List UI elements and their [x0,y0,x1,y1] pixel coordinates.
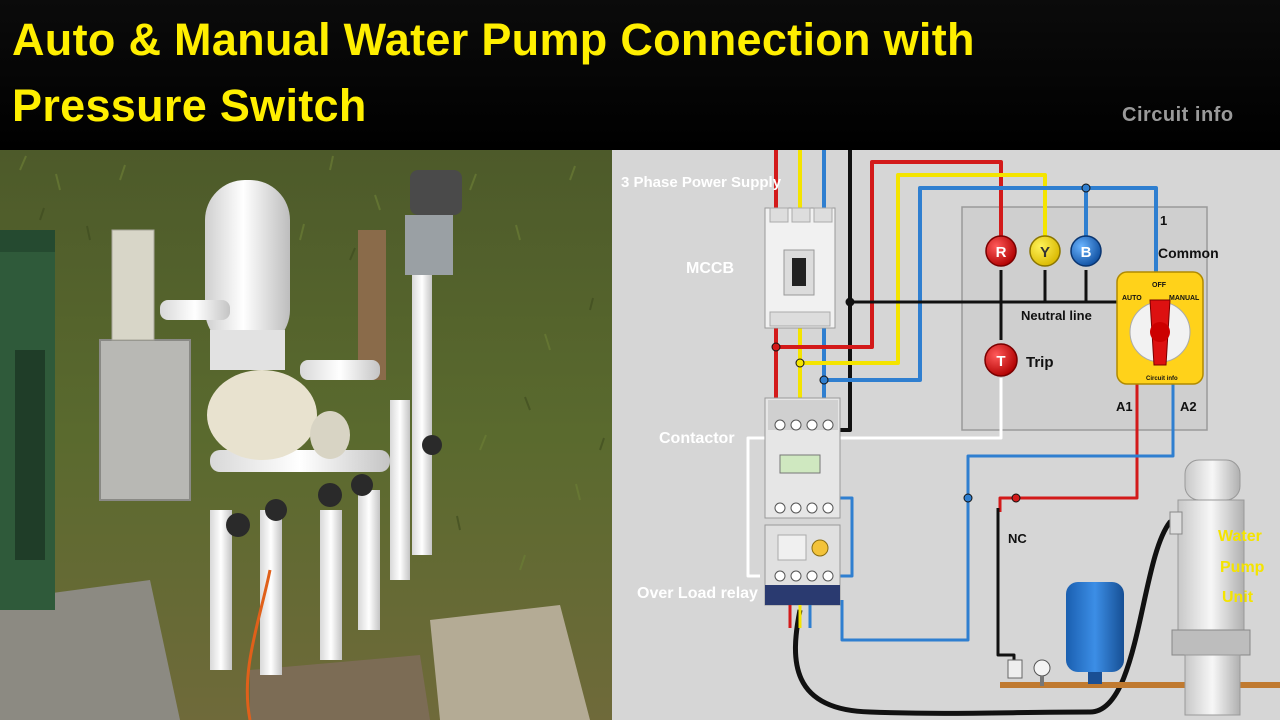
wire-lamp-y [800,173,1047,365]
overload-relay [764,524,841,606]
mccb-label: MCCB [686,260,734,277]
water-pump-unit [1169,459,1251,716]
lamp-r [985,235,1017,267]
lamp-trip-label: T [996,353,1005,370]
trip-label: Trip [1026,354,1054,371]
motor-cable [793,519,1195,716]
common-label: Common [1158,245,1219,261]
neutral-label: Neutral line [1021,308,1092,323]
wire-a1 [998,384,1139,512]
pump-label-1: Water [1218,528,1262,545]
a1-label: A1 [1116,399,1133,414]
contactor [764,397,841,519]
pump-label-2: Pump [1220,559,1265,576]
wire-lamp-b [824,186,1088,382]
lamp-trip [984,343,1018,377]
a2-label: A2 [1180,399,1197,414]
lamp-r-label: R [996,244,1007,261]
switch-terminal-label: 1 [1160,213,1167,228]
pressure-tank [1066,582,1124,684]
lamp-y [1029,235,1061,267]
contactor-label: Contactor [659,430,735,447]
switch-off-label: OFF [1152,282,1167,289]
nc-label: NC [1008,531,1027,546]
wiring-diagram: 3 Phase Power Supply MCCB Contactor Over… [612,150,1280,720]
pump-installation-photo [0,150,612,720]
trip-wire [746,378,1003,578]
supply-wire-black [836,150,852,432]
switch-brand-label: Circuit info [1146,376,1178,382]
pressure-switch [1007,659,1051,686]
pump-label-3: Unit [1222,589,1254,606]
switch-auto-label: AUTO [1122,295,1142,302]
title-line-2: Pressure Switch [12,80,367,131]
title-line-1: Auto & Manual Water Pump Connection with [12,14,975,65]
lamp-y-label: Y [1040,244,1050,261]
lamp-b [1070,235,1102,267]
switch-manual-label: MANUAL [1169,295,1200,302]
lamp-b-label: B [1081,244,1092,261]
mccb-breaker [764,207,836,329]
channel-watermark: Circuit info [1122,104,1234,126]
title-banner: Auto & Manual Water Pump Connection with… [0,0,1280,150]
supply-label: 3 Phase Power Supply [621,174,782,191]
wire-common [1086,186,1158,272]
wire-a2 [840,384,1175,642]
overload-label: Over Load relay [637,585,758,602]
selector-switch [1116,271,1204,385]
